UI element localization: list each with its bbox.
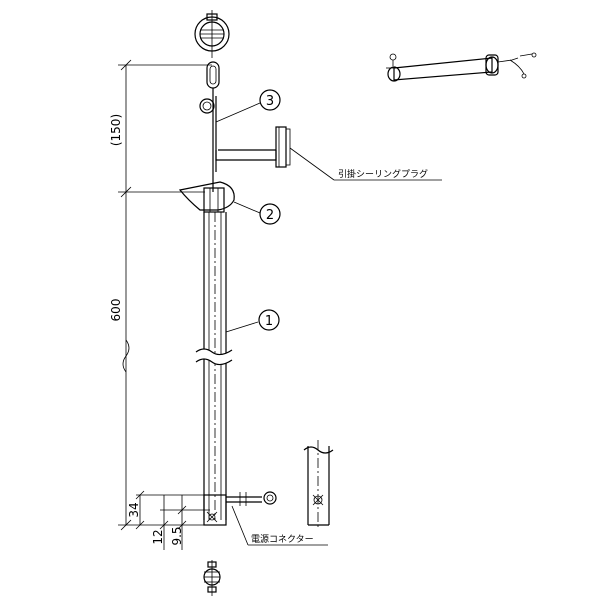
dim-600-label: 600 bbox=[109, 299, 123, 322]
power-connector-label: 電源コネクター bbox=[251, 534, 314, 545]
callout-1-number: 1 bbox=[265, 314, 273, 329]
callout-3-number: 3 bbox=[266, 94, 274, 109]
dim-12-label: 12 bbox=[151, 529, 165, 544]
ceiling-plug-leader: 引掛シーリングプラグ bbox=[289, 147, 442, 181]
dim-9-5-label: 9.5 bbox=[170, 526, 184, 545]
ceiling-plug-label: 引掛シーリングプラグ bbox=[338, 168, 428, 180]
dimension-lines bbox=[118, 59, 212, 550]
pendant-body bbox=[178, 61, 291, 526]
isometric-view bbox=[386, 52, 537, 82]
dim-34-label: 34 bbox=[127, 502, 141, 517]
side-detail-view bbox=[303, 440, 334, 530]
callout-2-number: 2 bbox=[266, 208, 274, 223]
callout-1: 1 bbox=[225, 309, 280, 333]
callout-3: 3 bbox=[215, 89, 281, 123]
power-connector-leader: 電源コネクター bbox=[231, 505, 328, 546]
dim-150-label: (150) bbox=[109, 114, 123, 146]
top-view-detail bbox=[194, 10, 230, 58]
callout-2: 2 bbox=[233, 201, 281, 225]
bottom-view-symbol bbox=[203, 560, 221, 596]
